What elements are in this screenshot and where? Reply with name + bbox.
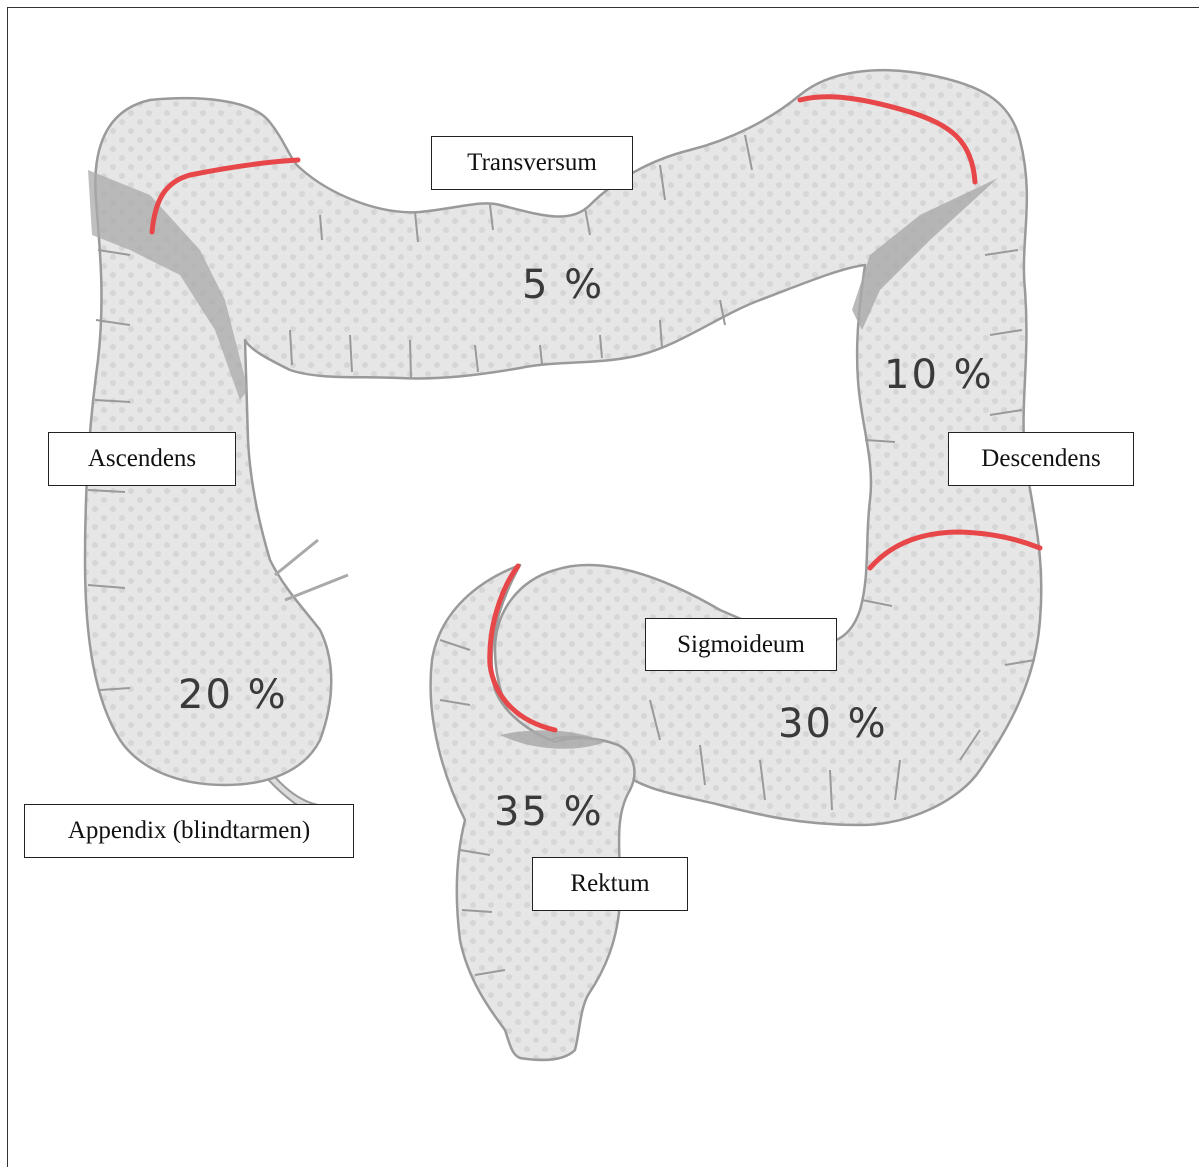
label-ascendens: Ascendens <box>48 432 236 486</box>
label-transversum: Transversum <box>431 136 633 190</box>
percentage-sigmoideum: 30 % <box>778 701 888 747</box>
label-sigmoideum: Sigmoideum <box>645 618 837 671</box>
label-rektum: Rektum <box>532 857 688 911</box>
percentage-transversum: 5 % <box>522 262 604 308</box>
percentage-rektum: 35 % <box>494 789 604 835</box>
label-appendix: Appendix (blindtarmen) <box>24 804 354 858</box>
percentage-descendens: 10 % <box>884 352 994 398</box>
label-descendens: Descendens <box>948 432 1134 486</box>
percentage-ascendens: 20 % <box>178 672 288 718</box>
